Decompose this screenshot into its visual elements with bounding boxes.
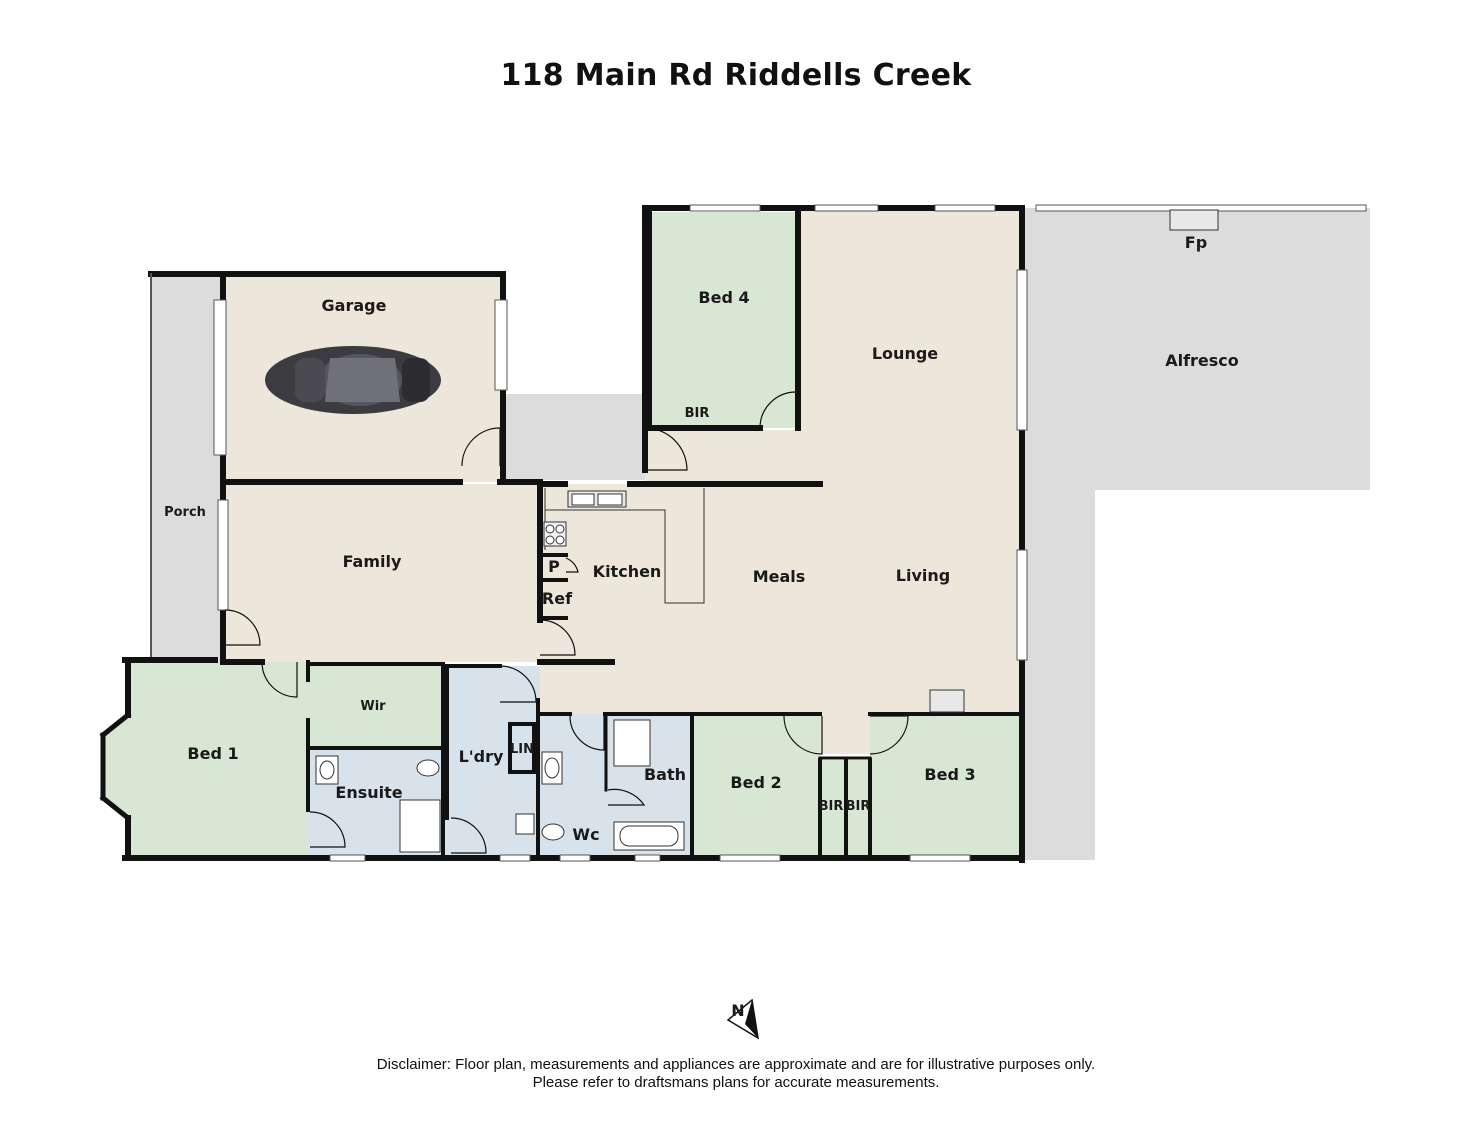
label-bed3: Bed 3 <box>924 765 975 784</box>
label-garage: Garage <box>322 296 387 315</box>
label-bir-bed4: BIR <box>685 406 710 421</box>
label-ensuite: Ensuite <box>335 783 402 802</box>
compass-icon <box>726 998 759 1040</box>
label-living: Living <box>896 566 950 585</box>
label-bath: Bath <box>644 765 686 784</box>
bed1-area <box>103 662 308 856</box>
car-icon <box>265 346 441 414</box>
label-pantry: P <box>548 557 560 576</box>
label-wir: Wir <box>360 699 386 714</box>
label-bed1: Bed 1 <box>187 744 238 763</box>
label-family: Family <box>343 552 402 571</box>
hall-area <box>820 714 870 754</box>
bir-b-area <box>846 760 870 856</box>
open-plan-area <box>540 210 1022 714</box>
disclaimer: Disclaimer: Floor plan, measurements and… <box>0 1056 1472 1092</box>
doors <box>224 391 909 854</box>
kitchen-fixtures <box>543 209 1219 713</box>
label-lounge: Lounge <box>872 344 938 363</box>
bir-a-area <box>820 760 844 856</box>
label-bir-b: BIR <box>846 799 871 814</box>
label-ref: Ref <box>542 589 573 608</box>
label-fp: Fp <box>1185 233 1207 252</box>
entry-area <box>505 394 645 480</box>
family-area <box>223 484 541 662</box>
windows <box>213 204 1367 862</box>
plan-title: 118 Main Rd Riddells Creek <box>500 58 972 93</box>
label-bed2: Bed 2 <box>730 773 781 792</box>
label-wc: Wc <box>572 825 599 844</box>
label-meals: Meals <box>753 567 806 586</box>
bath-fixtures <box>315 719 685 853</box>
label-kitchen: Kitchen <box>593 562 662 581</box>
label-alfresco: Alfresco <box>1165 351 1239 370</box>
disclaimer-line-1: Disclaimer: Floor plan, measurements and… <box>376 1056 1096 1073</box>
bed2-area <box>692 716 820 856</box>
bed3-area <box>870 716 1020 856</box>
label-laundry: L'dry <box>459 747 504 766</box>
compass-label: N <box>731 1001 744 1020</box>
label-porch: Porch <box>164 505 206 520</box>
porch-area <box>151 274 223 662</box>
disclaimer-line-2: Please refer to draftsmans plans for acc… <box>532 1074 940 1091</box>
label-lin: LIN <box>510 742 534 757</box>
alfresco-area <box>1022 208 1370 860</box>
walls <box>99 205 1025 863</box>
label-bed4: Bed 4 <box>698 288 749 307</box>
bed4-area <box>650 212 798 428</box>
label-bir-a: BIR <box>819 799 844 814</box>
wir-area <box>308 662 443 748</box>
